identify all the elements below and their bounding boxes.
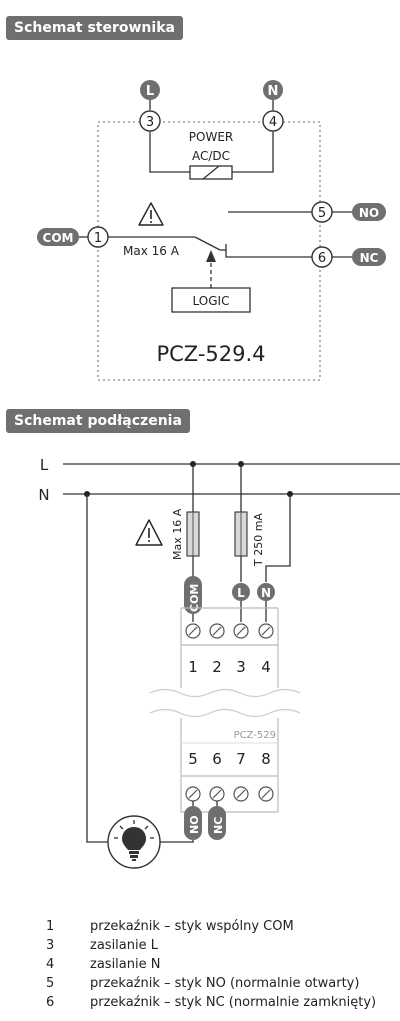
section-title-controller: Schemat sterownika <box>6 16 183 40</box>
tag-NO-vertical: NO <box>184 806 202 840</box>
tag-N-device: N <box>257 583 275 601</box>
legend-number: 6 <box>46 995 55 1010</box>
tag-N-text: N <box>268 84 279 99</box>
controller-model: PCZ-529.4 <box>156 342 265 366</box>
legend-number: 3 <box>46 938 55 953</box>
terminal-number-2: 2 <box>212 658 222 676</box>
actuator-arrow-icon <box>206 250 216 262</box>
svg-text:6: 6 <box>318 251 326 266</box>
terminal-number-1: 1 <box>188 658 198 676</box>
svg-text:1: 1 <box>94 231 102 246</box>
terminal-number-5: 5 <box>188 750 198 768</box>
legend-row: 4 zasilanie N <box>46 955 376 974</box>
legend-row: 6 przekaźnik – styk NC (normalnie zamknię… <box>46 993 376 1012</box>
legend-number: 5 <box>46 976 55 991</box>
device-lower <box>180 718 279 813</box>
legend-text: zasilanie L <box>90 938 158 953</box>
tag-N-top: N <box>263 80 283 100</box>
break-mark-top <box>149 688 301 698</box>
warning-icon <box>138 202 164 226</box>
svg-text:NC: NC <box>212 817 225 834</box>
tag-COM-vertical: COM <box>184 576 202 614</box>
connection-diagram: L N Max 16 A T 250 mA COM L N <box>38 456 400 869</box>
terminal-legend: 1 przekaźnik – styk wspólny COM 3 zasilani… <box>46 917 376 1012</box>
terminal-1: 1 <box>87 226 109 248</box>
legend-number: 1 <box>46 919 55 934</box>
legend-row: 5 przekaźnik – styk NO (normalnie otwarty… <box>46 974 376 993</box>
terminal-4: 4 <box>262 110 284 132</box>
tag-L-top: L <box>140 80 160 100</box>
tag-NC: NC <box>352 248 386 266</box>
svg-text:NC: NC <box>360 251 379 265</box>
legend-text: przekaźnik – styk NO (normalnie otwarty) <box>90 976 360 991</box>
fuse-max-label: Max 16 A <box>171 508 184 560</box>
device-model-label: PCZ-529 <box>234 730 276 741</box>
legend-row: 1 przekaźnik – styk wspólny COM <box>46 917 376 936</box>
terminal-number-3: 3 <box>236 658 246 676</box>
tag-NO: NO <box>352 203 386 221</box>
relay-contact-blade <box>194 236 221 251</box>
logic-block <box>171 287 251 313</box>
svg-text:N: N <box>261 586 271 600</box>
warning-icon <box>135 519 163 546</box>
logic-label: LOGIC <box>193 294 230 308</box>
svg-text:NO: NO <box>188 815 201 834</box>
light-bulb-icon <box>107 815 161 869</box>
terminal-number-4: 4 <box>261 658 271 676</box>
fuse-t250-label: T 250 mA <box>252 513 265 567</box>
svg-text:COM: COM <box>188 584 201 612</box>
terminal-number-7: 7 <box>236 750 246 768</box>
svg-text:3: 3 <box>146 115 154 130</box>
tag-L-device: L <box>232 583 250 601</box>
terminal-6: 6 <box>311 246 333 268</box>
terminal-3: 3 <box>139 110 161 132</box>
tag-L-text: L <box>146 84 154 99</box>
legend-number: 4 <box>46 957 55 972</box>
device-upper <box>180 607 279 688</box>
legend-text: przekaźnik – styk NC (normalnie zamknięt… <box>90 995 377 1010</box>
tag-COM: COM <box>37 228 79 246</box>
svg-text:NO: NO <box>359 206 379 220</box>
power-label: POWER <box>189 130 233 144</box>
break-mark-bottom <box>149 708 301 718</box>
line-L-label: L <box>40 456 49 474</box>
screw-terminals-top <box>185 623 274 639</box>
legend-row: 3 zasilanie L <box>46 936 376 955</box>
svg-text:L: L <box>237 586 245 600</box>
svg-text:4: 4 <box>269 115 277 130</box>
tag-NC-vertical: NC <box>208 806 226 840</box>
legend-text: zasilanie N <box>90 957 161 972</box>
section-title-connection: Schemat podłączenia <box>6 409 190 433</box>
screw-terminals-bottom <box>185 786 274 802</box>
svg-text:COM: COM <box>43 231 74 245</box>
line-N-label: N <box>38 486 49 504</box>
terminal-number-6: 6 <box>212 750 222 768</box>
svg-text:5: 5 <box>318 206 326 221</box>
legend-text: przekaźnik – styk wspólny COM <box>90 919 294 934</box>
controller-schematic: L N POWER AC/DC 3 4 COM 1 Max 16 A 5 <box>37 80 386 381</box>
power-type-label: AC/DC <box>192 149 230 163</box>
terminal-number-8: 8 <box>261 750 271 768</box>
terminal-5: 5 <box>311 201 333 223</box>
max-current-label: Max 16 A <box>123 244 180 258</box>
